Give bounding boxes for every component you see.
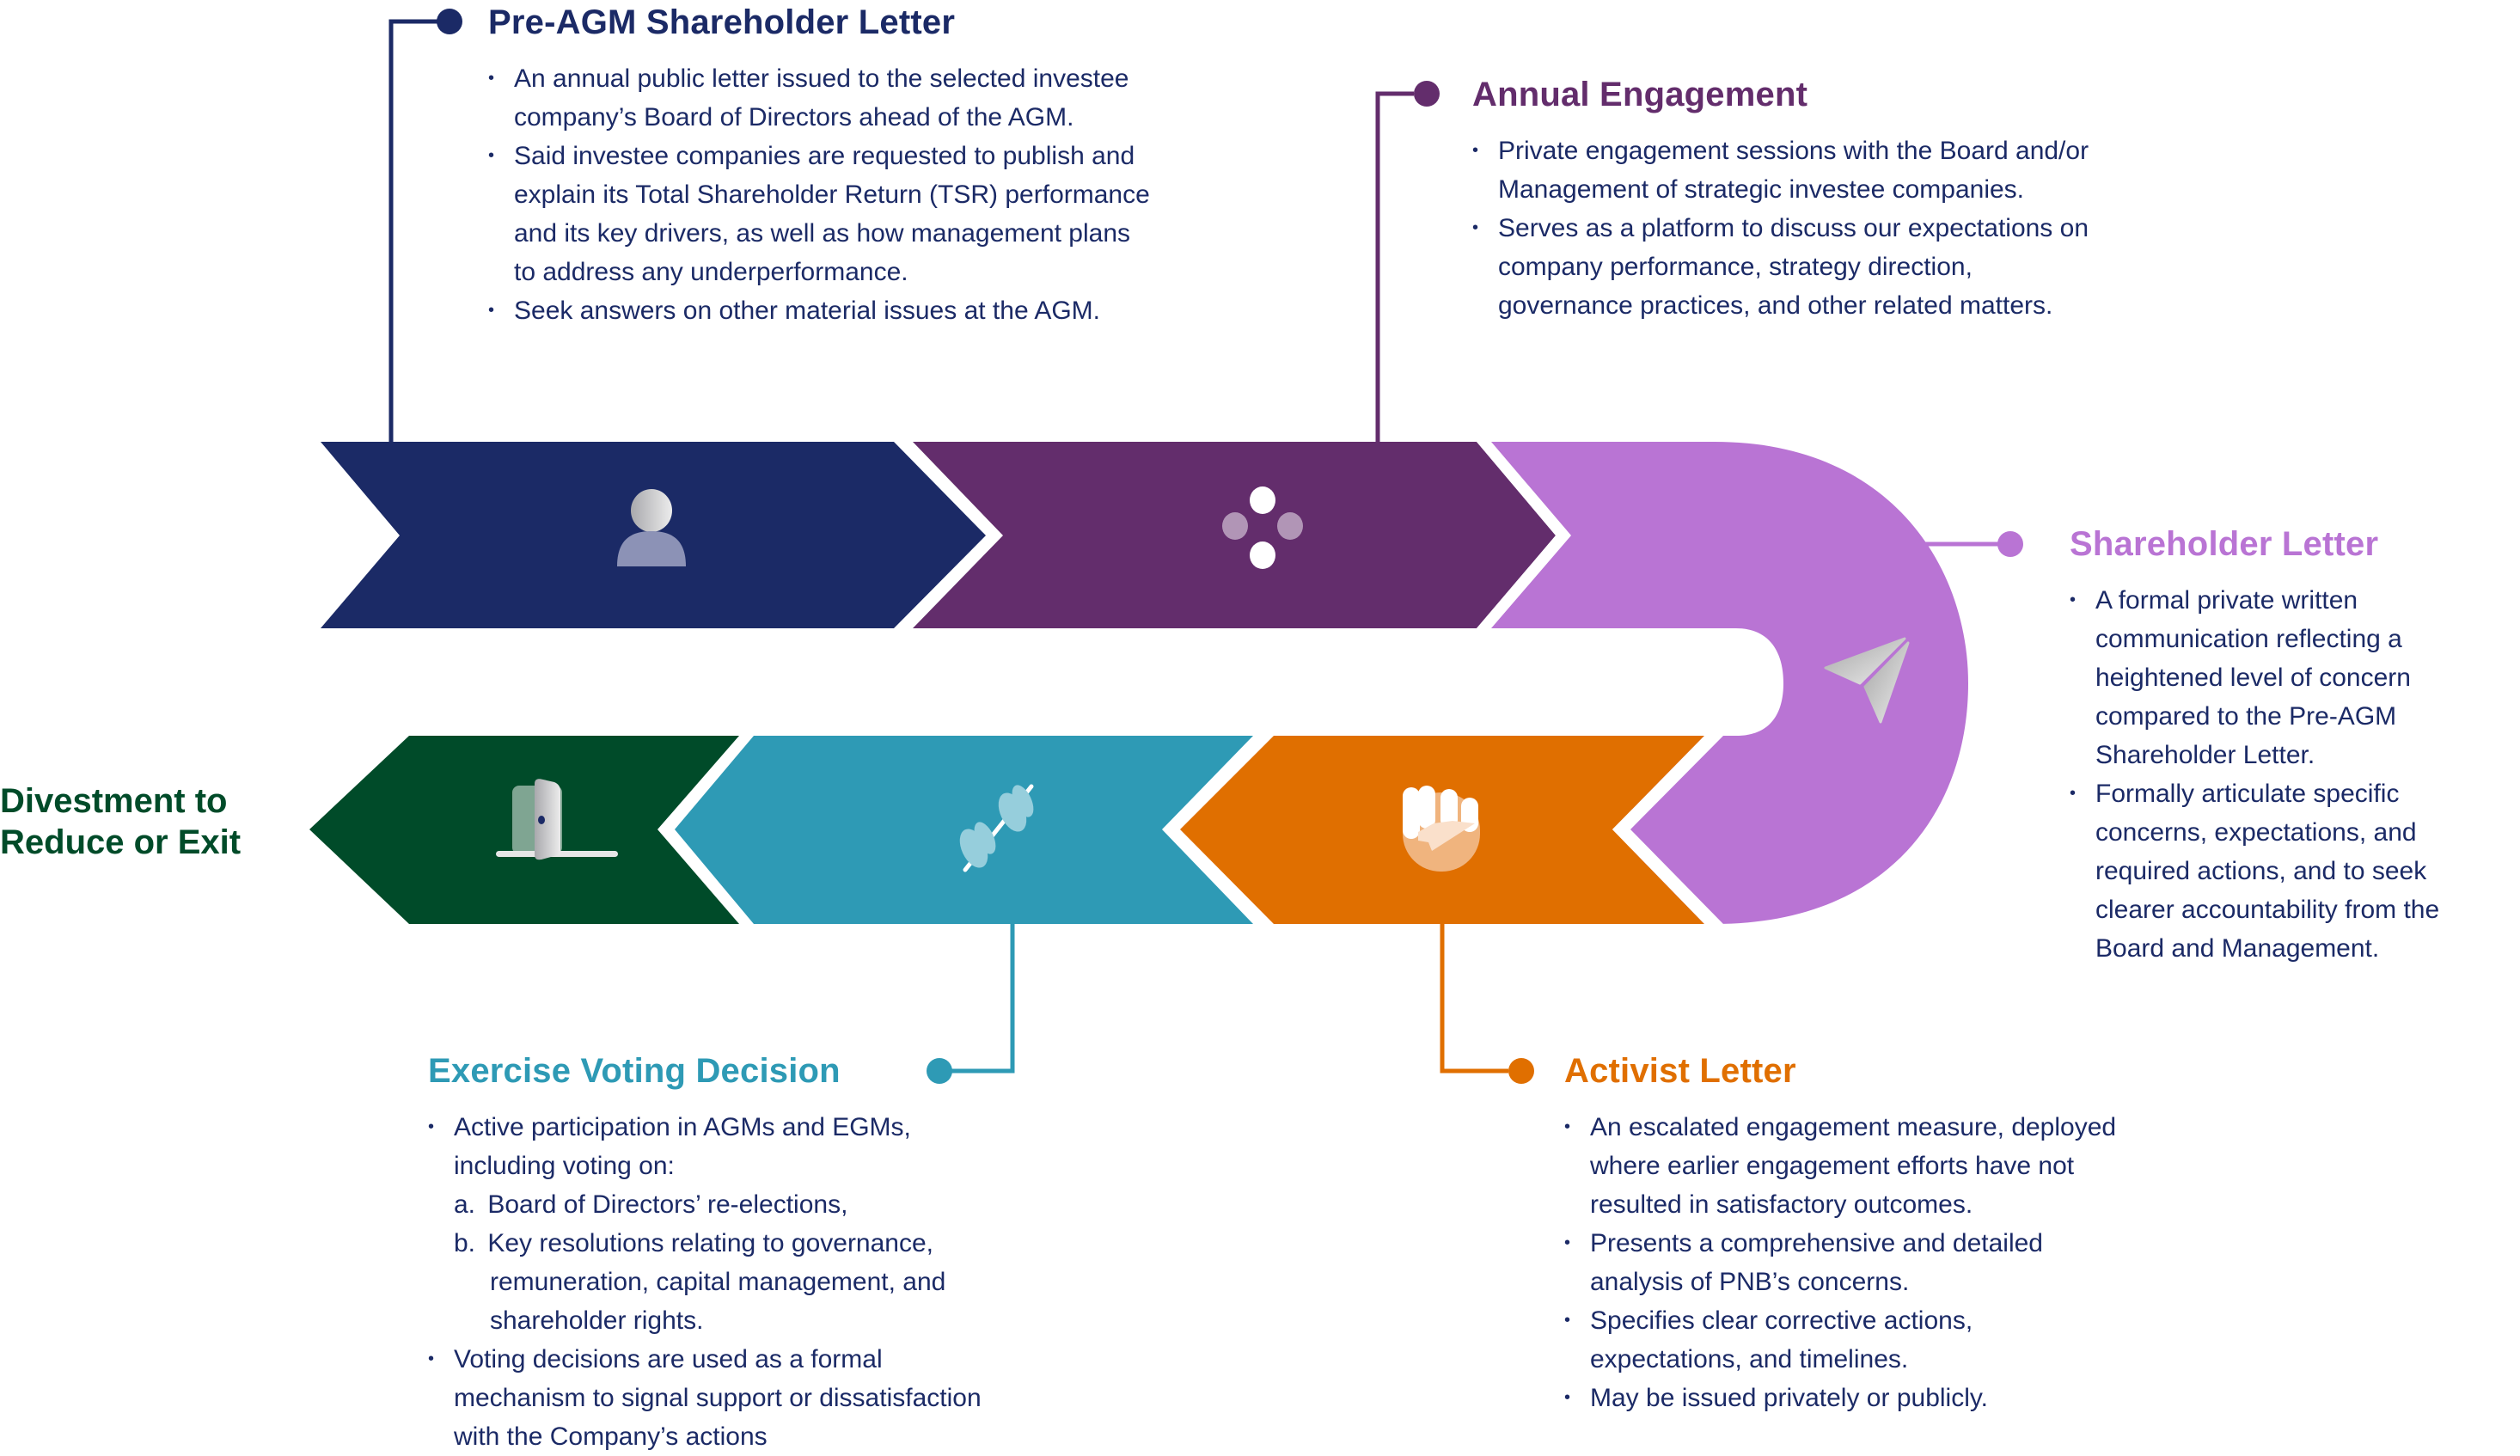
open-door-icon [496,779,618,860]
divest-label: Divestment to Reduce or Exit [0,780,241,863]
bullet-line: A formal private written [2070,581,2517,620]
bullet-line: heightened level of concern [2095,664,2411,692]
person-icon [617,489,686,566]
connector-annual [1375,81,1440,442]
sub-item-text: Board of Directors’ re-elections, [480,1190,848,1219]
bullet-line: Said investee companies are requested to… [488,137,1296,175]
connector-shareholder [1917,531,2023,557]
bullet-line: expectations, and timelines. [1590,1345,1909,1373]
bullet-line: a. Board of Directors’ re-elections, [428,1185,1202,1224]
connector-activist [1440,924,1534,1084]
bullet-line: concerns, expectations, and [2095,818,2417,847]
card-shareholder: Shareholder Letter A formal private writ… [2070,522,2517,968]
bullet-line: Active participation in AGMs and EGMs, [428,1108,1202,1147]
bullet-line: Seek answers on other material issues at… [488,291,1296,330]
bullet-line: and its key drivers, as well as how mana… [514,219,1131,248]
card-list-pre-agm: An annual public letter issued to the se… [488,59,1296,330]
bullet-line: An escalated engagement measure, deploye… [1564,1108,2338,1147]
bullet-line: resulted in satisfactory outcomes. [1590,1190,1973,1219]
raised-fist-icon [1403,786,1480,872]
bullet-line: communication reflecting a [2095,625,2402,653]
bullet-line: explain its Total Shareholder Return (TS… [514,180,1150,209]
card-pre-agm: Pre-AGM Shareholder Letter An annual pub… [488,0,1296,330]
card-list-shareholder: A formal private written communication re… [2070,581,2517,968]
bullet-line: compared to the Pre-AGM [2095,702,2397,731]
bullet-line: May be issued privately or publicly. [1564,1379,2338,1417]
bullet-line: Serves as a platform to discuss our expe… [1472,209,2246,248]
dots-cluster-icon [1222,486,1303,569]
sub-item-marker: b. [454,1229,476,1257]
divest-label-line1: Divestment to [0,782,228,820]
bullet-line: including voting on: [454,1152,675,1180]
card-title-shareholder: Shareholder Letter [2070,525,2379,563]
connector-pre-agm [388,9,462,442]
bullet-line: company performance, strategy direction, [1498,253,1973,281]
card-annual: Annual Engagement Private engagement ses… [1472,72,2246,325]
sub-item-marker: a. [454,1190,476,1219]
bullet-line: mechanism to signal support or dissatisf… [454,1384,982,1412]
bullet-line: company’s Board of Directors ahead of th… [514,103,1074,132]
bullet-line: with the Company’s actions [454,1422,768,1451]
stage-voting-chevron[interactable] [675,736,1253,924]
bullet-line: b. Key resolutions relating to governanc… [428,1224,1202,1263]
bullet-line: governance practices, and other related … [1498,291,2053,320]
bullet-line: Private engagement sessions with the Boa… [1472,132,2246,170]
card-title-annual: Annual Engagement [1472,76,1808,113]
card-title-voting: Exercise Voting Decision [428,1052,841,1090]
divest-label-line2: Reduce or Exit [0,823,242,861]
bullet-line: Presents a comprehensive and detailed [1564,1224,2338,1263]
sub-item-text: Key resolutions relating to governance, [480,1229,934,1257]
bullet-line: where earlier engagement efforts have no… [1590,1152,2075,1180]
card-activist: Activist Letter An escalated engagement … [1564,1049,2338,1417]
bullet-line: clearer accountability from the [2095,896,2440,924]
bullet-line: remuneration, capital management, and [490,1268,946,1296]
bullet-line: Shareholder Letter. [2095,741,2315,769]
bullet-line: to address any underperformance. [514,258,908,286]
vote-lever-icon [959,784,1034,872]
card-list-voting: Active participation in AGMs and EGMs, in… [428,1108,1202,1456]
bullet-line: analysis of PNB’s concerns. [1590,1268,1910,1296]
card-title-pre-agm: Pre-AGM Shareholder Letter [488,3,956,41]
bullet-line: Specifies clear corrective actions, [1564,1301,2338,1340]
bullet-line: Formally articulate specific [2070,774,2517,813]
connector-voting [927,924,1015,1084]
stage-shareholder-uturn[interactable] [1485,442,1968,924]
bullet-line: required actions, and to seek [2095,857,2427,885]
bullet-line: shareholder rights. [490,1306,704,1335]
bullet-line: Management of strategic investee compani… [1498,175,2024,204]
bullet-line: An annual public letter issued to the se… [488,59,1296,98]
paper-plane-icon [1824,637,1910,724]
bullet-line: Board and Management. [2095,934,2380,963]
card-list-activist: An escalated engagement measure, deploye… [1564,1108,2338,1417]
card-voting: Exercise Voting Decision Active particip… [428,1049,1202,1456]
card-title-activist: Activist Letter [1564,1052,1796,1090]
bullet-line: Voting decisions are used as a formal [428,1340,1202,1379]
card-list-annual: Private engagement sessions with the Boa… [1472,132,2246,325]
